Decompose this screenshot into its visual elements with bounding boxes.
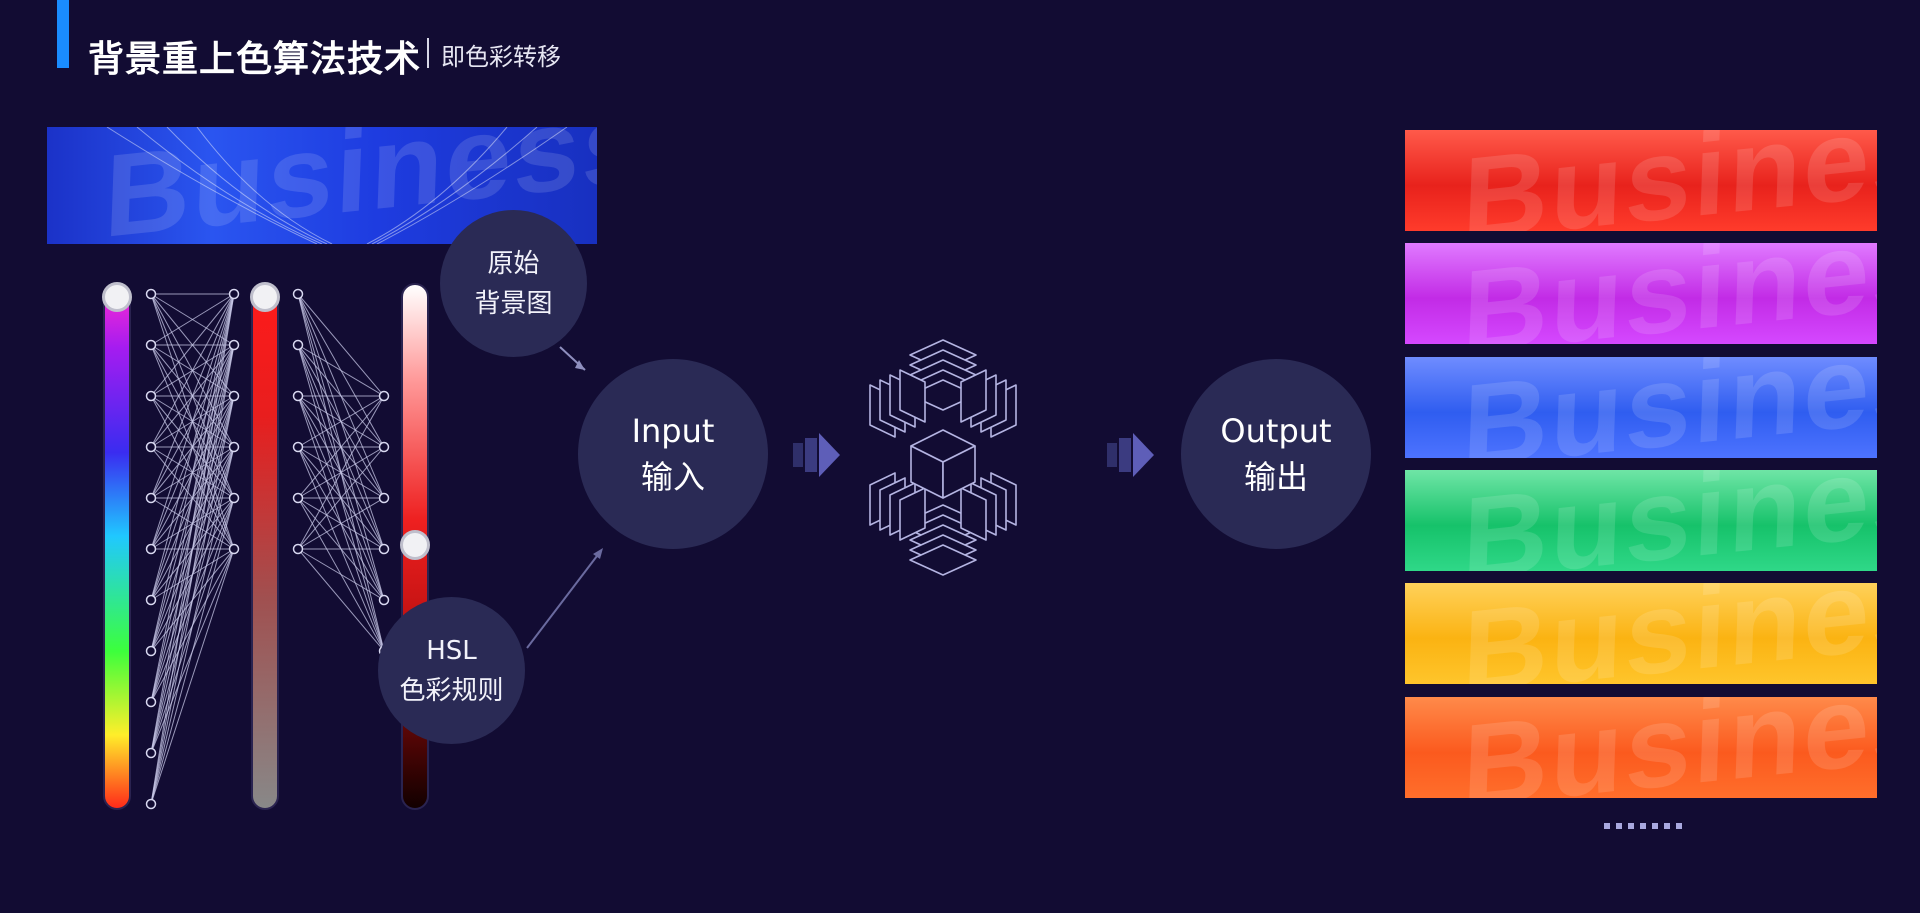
lightness-slider-handle[interactable] — [400, 530, 430, 560]
page-title: 背景重上色算法技术 — [88, 39, 422, 80]
output-node: Output 输出 — [1181, 359, 1371, 549]
title-accent-bar — [57, 0, 69, 68]
output-banner-blue: Business — [1405, 357, 1877, 458]
saturation-slider[interactable] — [251, 283, 279, 810]
input-node-label-2: 输入 — [640, 458, 705, 496]
output-banner-purple: Business — [1405, 243, 1877, 344]
output-banner-orange: Business — [1405, 697, 1877, 798]
original-node-label-2: 背景图 — [474, 288, 553, 319]
arrow-right — [1107, 433, 1154, 477]
more-dots — [1604, 823, 1682, 829]
arrow-right — [793, 433, 840, 477]
hsl-node-label-2: 色彩规则 — [399, 675, 504, 706]
original-node-label-1: 原始 — [487, 248, 540, 279]
processing-cube-icon — [869, 339, 1017, 576]
title-divider — [427, 38, 429, 68]
hsl-node-label-1: HSL — [426, 635, 477, 666]
input-node-label-1: Input — [631, 412, 715, 450]
saturation-slider-handle[interactable] — [250, 282, 280, 312]
hsl-color-rule-node: HSL 色彩规则 — [378, 597, 525, 744]
output-node-label-2: 输出 — [1243, 458, 1308, 496]
output-banner-red: Business — [1405, 130, 1877, 231]
original-background-node: 原始 背景图 — [440, 210, 587, 357]
output-banner-green: Business — [1405, 470, 1877, 571]
output-node-label-1: Output — [1220, 412, 1332, 450]
output-banner-yellow: Business — [1405, 583, 1877, 684]
page-subtitle: 即色彩转移 — [441, 43, 561, 71]
input-node: Input 输入 — [578, 359, 768, 549]
hue-slider-handle[interactable] — [102, 282, 132, 312]
hue-slider[interactable] — [103, 283, 131, 810]
